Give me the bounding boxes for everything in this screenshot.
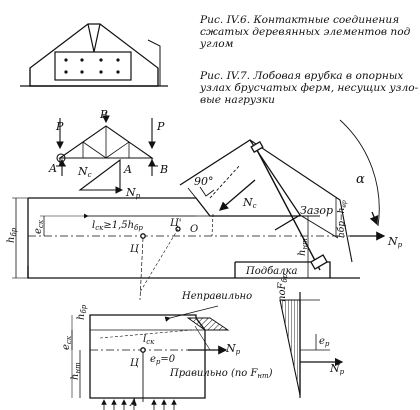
wrong-hatched-area (186, 317, 230, 331)
pad-beam-label: Подбалка (245, 266, 297, 277)
hbr-half-label: hбр−hвр (336, 200, 348, 238)
gap-label: Зазор (300, 204, 333, 217)
tie-bolt (256, 149, 321, 271)
truss-load-p-right: P (156, 120, 165, 133)
caption-fig6-line2: сжатых деревянных элементов под (200, 26, 411, 38)
alpha-label: α (356, 172, 365, 187)
caption-fig-iv7: Рис. IV.7. Лобовая врубка в опорных узла… (200, 70, 418, 106)
stress-ep-label: ep (319, 336, 330, 348)
section-esk-label: eск (61, 335, 73, 350)
truss-support-a: A (48, 162, 57, 175)
section-np-label: Np (225, 342, 241, 356)
center-label: Ц (130, 244, 140, 255)
np-label: Np (387, 235, 403, 249)
nc-label: Nc (242, 196, 257, 210)
truss-np-label: Np (125, 186, 141, 200)
reaction-arrows (101, 399, 177, 410)
caption-fig7-line3: вые нагрузки (200, 94, 275, 106)
section-hbr-label: hбр (76, 304, 88, 320)
caption-fig-iv6: Рис. IV.6. Контактные соединения сжатых … (200, 14, 410, 50)
section-a-label: A (129, 398, 137, 409)
lsk-label: lск≥1,5hбр (92, 220, 143, 232)
alpha-arc (339, 119, 380, 227)
hnt-label: hнт (297, 238, 309, 256)
section-outline (89, 314, 206, 399)
angle-90: 90° (194, 175, 214, 188)
bottom-chord-top-edge (28, 197, 300, 217)
stress-diagram (279, 292, 344, 398)
fig-iv6-joint-sketch (20, 23, 168, 87)
caption-fig7-line2: узлах брусчатых ферм, несущих узло- (200, 82, 419, 94)
truss-load-p-mid: P (99, 108, 108, 121)
caption-fig6-line1: Рис. IV.6. Контактные соединения (200, 14, 400, 26)
truss-scheme (56, 112, 158, 194)
truss-label-a2: A (123, 163, 132, 176)
origin-label: O (190, 224, 198, 235)
truss-load-p-left: P (55, 120, 64, 133)
caption-fig6-line3: углом (200, 38, 234, 50)
center-point (140, 233, 146, 239)
wrong-label: Неправильно (181, 291, 252, 302)
right-label: Правильно (по Fнт) (169, 368, 273, 380)
caption-fig7-line1: Рис. IV.7. Лобовая врубка в опорных (200, 70, 404, 82)
section-hnt-label: hнт (70, 362, 82, 380)
nc-force-arrow (219, 179, 256, 211)
section-center-label: Ц (130, 358, 140, 369)
center-prime-label: Ц' (170, 218, 181, 229)
stress-nofbr-label: noFбр (277, 273, 289, 302)
hbr-label: hбр (6, 227, 18, 243)
joint-drawing (12, 119, 386, 301)
bottom-section (71, 305, 230, 410)
section-ep-zero: ep=0 (150, 354, 176, 366)
section-lsk-label: lск (143, 334, 155, 346)
stress-np-label: Np (329, 362, 345, 376)
truss-nc-label: Nc (77, 165, 92, 179)
bolt-holes (64, 58, 120, 74)
truss-support-b: B (159, 163, 168, 176)
pad-beam (235, 261, 331, 278)
esk-label: eск (33, 219, 45, 234)
top-chord (179, 139, 301, 231)
